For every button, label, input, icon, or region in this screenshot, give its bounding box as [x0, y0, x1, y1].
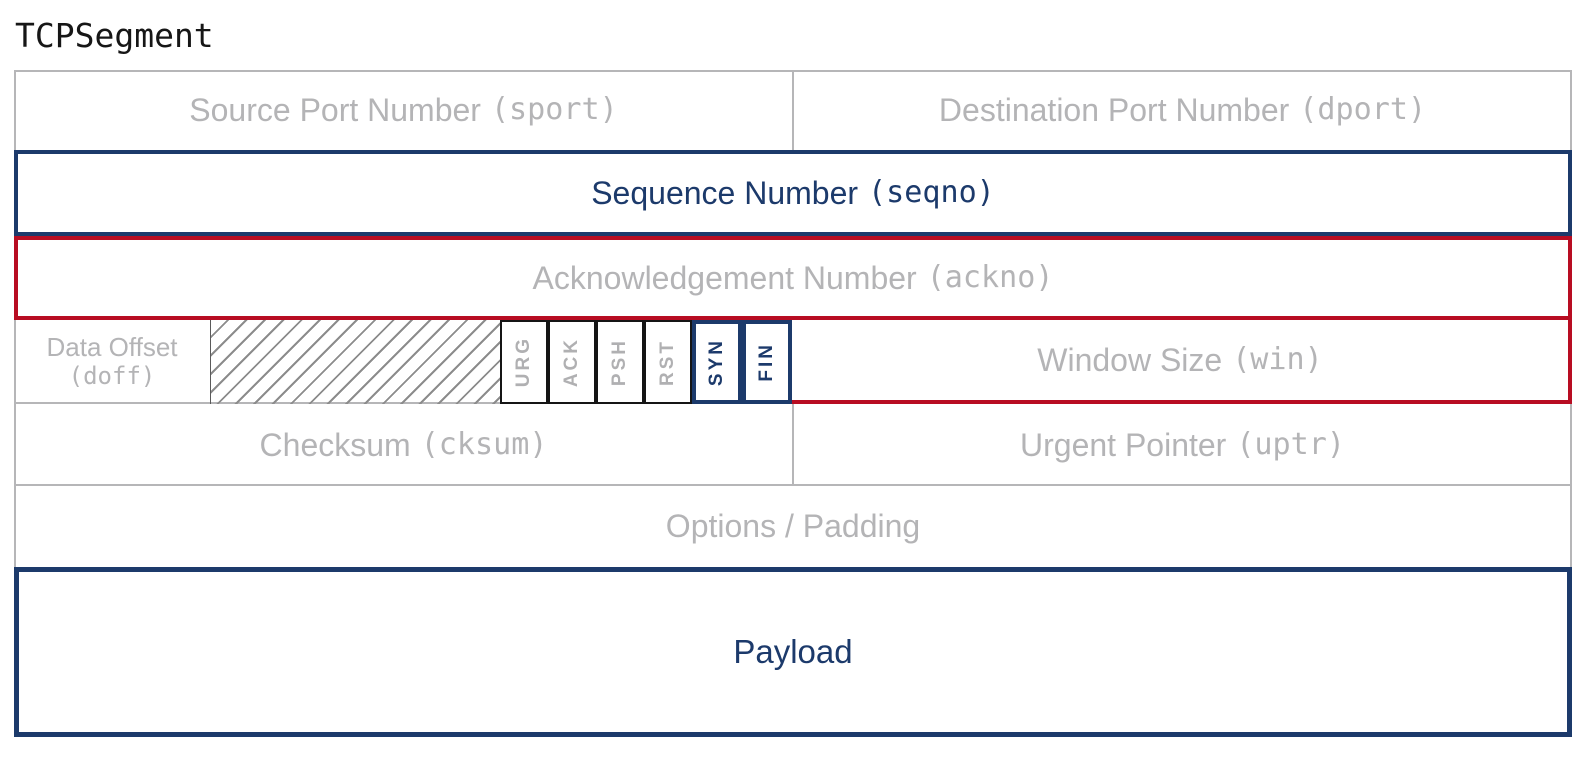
field-options-padding-label: Options / Padding: [665, 508, 921, 545]
field-window-size-label: Window Size: [1037, 341, 1223, 378]
field-checksum-label: Checksum: [259, 426, 411, 463]
field-sequence-number-code: (seqno): [868, 174, 995, 210]
field-sequence-number: Sequence Number(seqno): [14, 150, 1572, 236]
field-ack-number-label: Acknowledgement Number: [532, 259, 917, 296]
diagram-title: TCPSegment: [15, 16, 214, 55]
field-window-size-code: (win): [1232, 341, 1323, 377]
grid-line-cksum-row-bottom: [14, 484, 1572, 486]
field-ack-number: Acknowledgement Number(ackno): [14, 236, 1572, 320]
field-source-port: Source Port Number(sport): [14, 70, 793, 150]
field-data-offset: Data Offset (doff): [14, 320, 210, 404]
field-dest-port-code: (dport): [1299, 91, 1427, 127]
flag-ack-label: ACK: [561, 336, 582, 388]
field-dest-port-label: Destination Port Number: [938, 91, 1290, 128]
flag-psh-label: PSH: [609, 337, 630, 387]
grid-line-cksum-divider: [792, 404, 794, 486]
field-source-port-code: (sport): [490, 91, 618, 127]
flag-syn: SYN: [692, 320, 742, 404]
flag-rst: RST: [644, 320, 692, 404]
field-urgent-pointer: Urgent Pointer(uptr): [793, 404, 1572, 486]
reserved-bits-hatch: [210, 320, 500, 404]
flag-ack: ACK: [548, 320, 596, 404]
flag-rst-label: RST: [657, 338, 678, 386]
field-data-offset-code: (doff): [68, 362, 156, 391]
tcp-segment-diagram: Source Port Number(sport) Destination Po…: [14, 70, 1572, 737]
field-data-offset-label: Data Offset: [46, 332, 178, 363]
field-urgent-pointer-label: Urgent Pointer: [1020, 426, 1227, 463]
field-options-padding: Options / Padding: [14, 486, 1572, 567]
flag-fin: FIN: [742, 320, 792, 404]
flag-syn-label: SYN: [706, 337, 727, 387]
flag-urg-label: URG: [513, 336, 534, 388]
grid-line-ports-divider: [792, 70, 794, 150]
field-sequence-number-label: Sequence Number: [591, 174, 859, 211]
field-checksum: Checksum(cksum): [14, 404, 793, 486]
flag-psh: PSH: [596, 320, 644, 404]
field-dest-port: Destination Port Number(dport): [793, 70, 1572, 150]
field-payload-label: Payload: [733, 633, 853, 671]
field-window-size: Window Size(win): [792, 316, 1572, 404]
flag-urg: URG: [500, 320, 548, 404]
field-payload: Payload: [14, 567, 1572, 737]
field-ack-number-code: (ackno): [926, 259, 1054, 295]
field-urgent-pointer-code: (uptr): [1236, 426, 1345, 462]
flag-fin-label: FIN: [756, 342, 777, 382]
field-source-port-label: Source Port Number: [189, 91, 481, 128]
field-checksum-code: (cksum): [420, 426, 548, 462]
